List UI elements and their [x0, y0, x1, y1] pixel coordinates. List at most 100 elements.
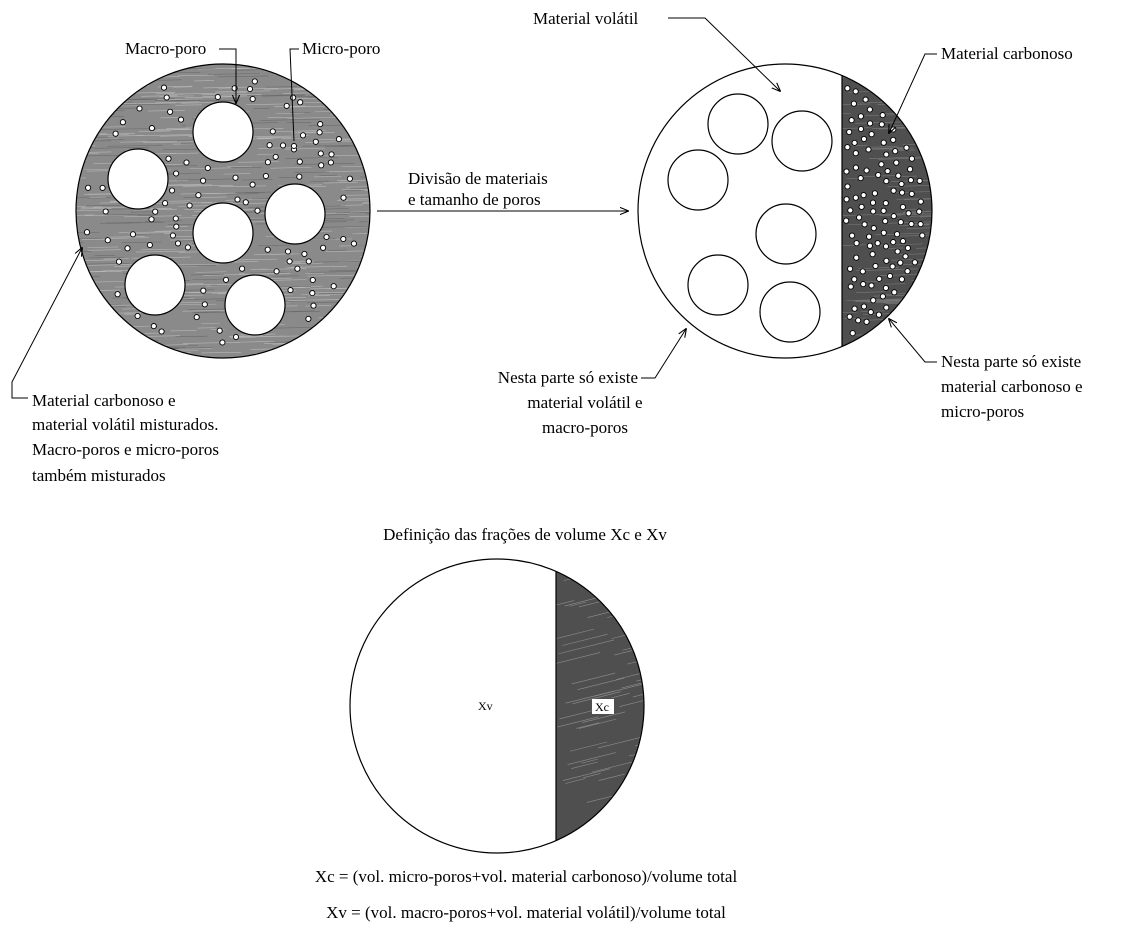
texture-streak	[640, 798, 644, 807]
texture-streak	[885, 100, 915, 102]
micro-pore	[340, 235, 347, 243]
micro-pores-left	[83, 78, 357, 346]
texture-streak	[314, 64, 363, 66]
micro-pore	[177, 116, 185, 123]
texture-streak	[921, 345, 932, 347]
micro-pore	[892, 148, 899, 155]
texture-streak	[76, 109, 114, 112]
micro-pore	[882, 200, 889, 207]
micro-pore	[870, 225, 877, 232]
texture-streak	[288, 299, 343, 301]
carbon-segment-right	[842, 64, 983, 358]
separated-particle-outline	[637, 63, 933, 359]
texture-streak	[191, 273, 224, 276]
micro-pore	[908, 220, 915, 228]
texture-streak	[636, 603, 644, 614]
micro-pore	[857, 113, 864, 120]
texture-streak	[310, 180, 337, 182]
texture-streak	[376, 276, 415, 277]
texture-streak	[353, 97, 370, 99]
texture-streak	[335, 211, 370, 214]
micro-pore	[163, 94, 170, 101]
texture-streak	[80, 208, 112, 210]
texture-streak	[172, 303, 217, 306]
micro-pore	[904, 268, 911, 275]
micro-pore	[851, 276, 858, 283]
micro-pore	[309, 290, 316, 297]
micro-pore	[860, 135, 868, 143]
texture-streak	[79, 264, 134, 266]
texture-streak	[909, 91, 932, 95]
texture-streak	[903, 210, 932, 213]
texture-streak	[159, 184, 212, 187]
macro-pore	[224, 274, 286, 336]
texture-streak	[369, 295, 370, 297]
micro-pore	[859, 268, 866, 275]
texture-streak	[118, 103, 170, 106]
micro-pore	[847, 207, 854, 214]
texture-streak	[301, 293, 348, 296]
fraction-circle: Xv Xc	[349, 558, 645, 854]
macro-pore	[707, 93, 769, 155]
texture-streak	[598, 773, 625, 781]
micro-pore	[102, 208, 109, 215]
texture-streak	[873, 350, 906, 352]
micro-pore	[899, 238, 907, 245]
micro-pore	[249, 181, 256, 188]
texture-streak	[76, 69, 131, 72]
micro-pore	[878, 161, 885, 168]
texture-streak	[295, 163, 354, 165]
micro-pore	[916, 208, 923, 215]
texture-streak	[562, 768, 611, 781]
texture-streak	[291, 265, 348, 268]
texture-streak	[374, 122, 428, 123]
texture-streak	[930, 159, 932, 161]
texture-streak	[935, 141, 983, 142]
micro-pore	[863, 167, 870, 174]
micro-pore	[874, 240, 881, 247]
micro-pore	[162, 200, 169, 207]
micro-pore	[134, 312, 141, 320]
micro-pore	[884, 168, 891, 175]
texture-streak	[344, 76, 370, 78]
micro-pore	[119, 119, 126, 126]
texture-streak	[135, 250, 186, 253]
micro-pore	[907, 177, 914, 184]
texture-streak	[238, 161, 279, 163]
texture-streak	[110, 354, 151, 356]
texture-streak	[842, 213, 901, 216]
texture-streak	[900, 303, 932, 305]
texture-streak	[902, 263, 932, 266]
texture-streak	[212, 92, 247, 94]
texture-streak	[286, 105, 333, 108]
micro-pore	[880, 229, 887, 236]
texture-streak	[315, 353, 370, 355]
texture-streak	[925, 102, 932, 105]
texture-streak	[635, 649, 644, 657]
micro-pore	[890, 213, 897, 220]
texture-streak	[367, 87, 370, 90]
texture-streak	[182, 185, 234, 187]
texture-streak	[854, 66, 886, 69]
texture-streak	[308, 124, 348, 127]
micro-pore	[264, 159, 271, 166]
micro-pore	[222, 276, 230, 283]
texture-streak	[186, 347, 213, 349]
texture-streak	[233, 341, 274, 343]
micro-pore	[853, 254, 860, 261]
macro-pore	[759, 281, 821, 343]
texture-streak	[124, 99, 158, 101]
micro-pore	[883, 304, 890, 311]
texture-streak	[870, 349, 902, 352]
micro-pore	[844, 183, 851, 190]
texture-streak	[350, 187, 370, 189]
texture-streak	[339, 90, 365, 92]
texture-streak	[87, 249, 121, 251]
texture-streak	[861, 347, 918, 350]
texture-streak	[258, 147, 298, 149]
micro-pore	[290, 94, 297, 101]
micro-pore	[868, 131, 875, 138]
xc-label-box	[592, 699, 614, 714]
texture-streak	[78, 98, 115, 100]
